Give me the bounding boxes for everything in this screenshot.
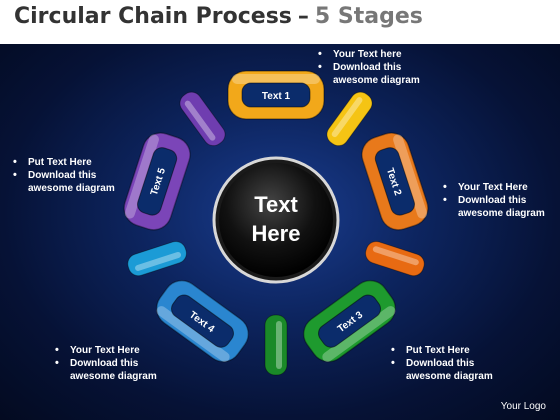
callout-left: Put Text Here Download this awesome diag… xyxy=(11,156,123,195)
callout-bottom-right-line2: Download this awesome diagram xyxy=(389,357,501,383)
page-title: Circular Chain Process–5 Stages xyxy=(14,4,423,29)
logo-text: Your Logo xyxy=(500,401,546,412)
callout-right-line1: Your Text Here xyxy=(441,181,553,194)
callout-right-line2: Download this awesome diagram xyxy=(441,194,553,220)
title-stages: 5 Stages xyxy=(314,4,423,29)
center-text-line2: Here xyxy=(252,221,301,246)
connector-link-5 xyxy=(179,91,226,147)
callout-bottom-right-line1: Put Text Here xyxy=(389,344,501,357)
connector-link-3 xyxy=(264,314,288,376)
callout-bottom-left-line1: Your Text Here xyxy=(53,344,165,357)
connector-link-2 xyxy=(365,240,425,277)
title-main: Circular Chain Process xyxy=(14,4,292,29)
chain-connectors xyxy=(127,91,425,376)
callout-bottom-left: Your Text Here Download this awesome dia… xyxy=(53,344,165,383)
chain-diagram: Text 1 Text 2 Text 3 Text 4 Text 5 Text Here xyxy=(123,70,429,376)
connector-link-4 xyxy=(127,240,187,277)
callout-top-line1: Your Text here xyxy=(316,48,436,61)
chain-link-4: Text 4 xyxy=(155,279,250,363)
callout-left-line1: Put Text Here xyxy=(11,156,123,169)
diagram-canvas: Text 1 Text 2 Text 3 Text 4 Text 5 Text Here… xyxy=(0,44,560,420)
title-dash: – xyxy=(297,4,309,29)
chain-link-1: Text 1 xyxy=(227,70,325,120)
center-core xyxy=(219,163,333,277)
callout-right: Your Text Here Download this awesome dia… xyxy=(441,181,553,220)
chain-link-5: Text 5 xyxy=(123,132,191,231)
center-sphere: Text Here xyxy=(212,156,340,284)
chain-link-2: Text 2 xyxy=(361,132,429,231)
chain-link-3: Text 3 xyxy=(302,279,397,363)
chain-links: Text 1 Text 2 Text 3 Text 4 Text 5 xyxy=(123,70,429,363)
callout-top: Your Text here Download this awesome dia… xyxy=(316,48,436,87)
connector-link-1 xyxy=(326,91,373,147)
callout-bottom-left-line2: Download this awesome diagram xyxy=(53,357,165,383)
callout-top-line2: Download this awesome diagram xyxy=(316,61,436,87)
callout-bottom-right: Put Text Here Download this awesome diag… xyxy=(389,344,501,383)
chain-link-1-label: Text 1 xyxy=(262,91,291,102)
title-bar: Circular Chain Process–5 Stages xyxy=(0,0,560,44)
center-text-line1: Text xyxy=(254,192,298,217)
callout-left-line2: Download this awesome diagram xyxy=(11,169,123,195)
